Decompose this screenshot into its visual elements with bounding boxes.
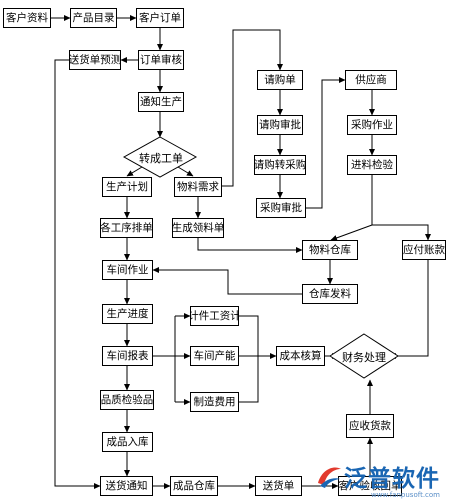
edge-right-spine (239, 315, 259, 403)
edge-forecast-notice (54, 59, 101, 489)
node-warehouse-issue: 仓库发料 (302, 284, 358, 304)
node-delivery-note: 送货单 (255, 476, 302, 496)
node-production-plan: 生产计划 (102, 177, 152, 197)
node-purchase-approval: 采购审批 (256, 198, 306, 218)
node-cost-accounting: 成本核算 (276, 346, 325, 366)
edge-demand-request (222, 29, 283, 187)
node-production-progress: 生产进度 (102, 304, 153, 324)
node-workshop-operation: 车间作业 (102, 260, 153, 280)
logo-mark-icon (318, 467, 341, 488)
logo-name: 泛普软件 (344, 466, 440, 492)
edge-picklist-mwarehouse (197, 238, 303, 253)
node-finished-in-stock: 成品入库 (102, 432, 153, 452)
node-finished-warehouse: 成品仓库 (170, 476, 218, 496)
node-manufacturing-cost: 制造费用 (190, 392, 239, 412)
node-accounts-receivable: 应收货款 (346, 414, 394, 438)
node-customer-info: 客户资料 (3, 8, 51, 28)
node-customer-acceptance: 客户验收回单 (338, 476, 402, 496)
label-finance: 财务处理 (342, 351, 386, 364)
diamond-finance (329, 333, 399, 379)
node-generate-pick-list: 生成领料单 (172, 218, 224, 238)
edge-inspection-payable (371, 175, 431, 241)
node-accounts-payable: 应付账款 (402, 240, 446, 260)
edge-convert-demand (177, 166, 194, 177)
edge-inspection-mwarehouse (330, 175, 373, 241)
node-piece-wage: 计件工资计 (190, 306, 239, 326)
node-notify-production: 通知生产 (138, 92, 184, 112)
logo-url: www.fanpusoft.com (370, 491, 440, 499)
node-customer-order: 客户订单 (136, 8, 184, 28)
brand-logo: 泛普软件 www.fanpusoft.com (314, 459, 440, 499)
edge-issue-operation (152, 267, 302, 295)
node-request-to-purchase: 请购转采购 (254, 155, 306, 175)
node-request-approval: 请购审批 (257, 115, 303, 135)
node-purchase-request: 请购单 (257, 70, 303, 90)
node-workshop-report: 车间报表 (102, 346, 153, 366)
node-delivery-forecast: 送货单预测 (69, 50, 121, 70)
node-order-review: 订单审核 (138, 50, 184, 70)
node-material-demand: 物料需求 (174, 177, 222, 197)
node-material-warehouse: 物料仓库 (302, 240, 358, 260)
label-convert-ticket: 转成工单 (139, 152, 183, 165)
node-qc-inspection: 品质检验品 (100, 390, 154, 410)
node-workshop-capacity: 车间产能 (190, 346, 239, 366)
node-incoming-inspection: 进料检验 (347, 155, 397, 175)
node-process-schedule: 各工序排单 (100, 218, 153, 238)
edge-papproval-supplier (306, 77, 346, 209)
node-product-catalog: 产品目录 (70, 8, 117, 28)
diamond-convert-ticket (122, 136, 198, 178)
node-supplier: 供应商 (345, 70, 397, 90)
node-delivery-notice: 送货通知 (100, 476, 153, 496)
edge-convert-plan (126, 166, 143, 177)
edge-payable-finance (389, 260, 429, 359)
node-purchasing: 采购作业 (347, 115, 397, 135)
